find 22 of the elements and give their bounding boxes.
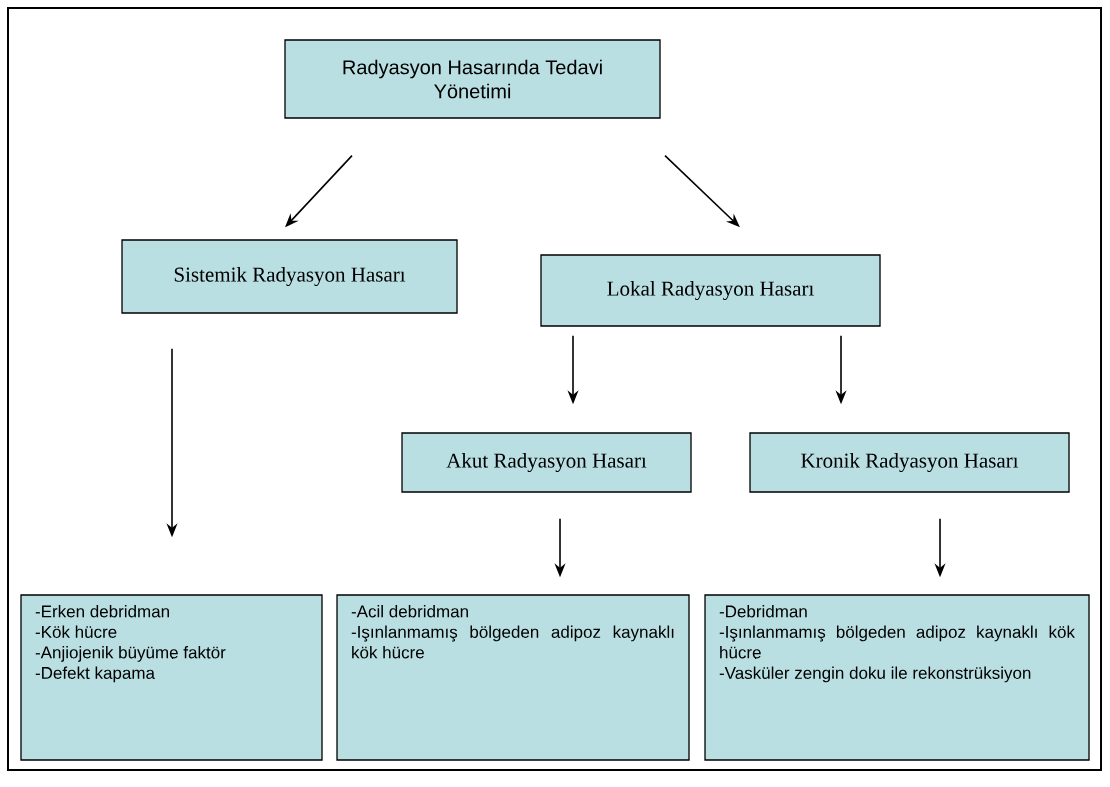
box-label: Radyasyon Hasarında Tedavi Yönetimi: [343, 59, 602, 99]
category-box: [401, 432, 692, 493]
list-box: [20, 594, 323, 761]
box-label: Akut Radyasyon Hasarı: [446, 452, 647, 473]
list-item: -Acil debridman: [351, 605, 468, 618]
list-item: -Vasküler zengin doku ile rekonstrüksiyon: [719, 666, 1031, 683]
box-label: Lokal Radyasyon Hasarı: [607, 280, 814, 301]
category-box: [121, 239, 458, 314]
list-item: -Işınlanmamış bölgeden adipoz kaynaklı kök hücre: [719, 625, 1075, 659]
list-item: -Erken debridman: [35, 605, 169, 618]
list-item: -Defekt kapama: [35, 666, 155, 683]
category-box: [749, 432, 1070, 493]
list-item: -Işınlanmamış bölgeden adipoz kaynaklı kök hücre: [351, 625, 674, 659]
box-label: Kronik Radyasyon Hasarı: [801, 452, 1019, 473]
title-box: [284, 39, 661, 119]
list-box: [704, 594, 1090, 761]
category-box: [540, 254, 881, 327]
list-box: [336, 594, 690, 761]
list-item: -Kök hücre: [35, 625, 117, 638]
box-label: Sistemik Radyasyon Hasarı: [174, 266, 406, 287]
list-item: -Debridman: [719, 605, 807, 618]
list-item: -Anjiojenik büyüme faktör: [35, 646, 226, 662]
